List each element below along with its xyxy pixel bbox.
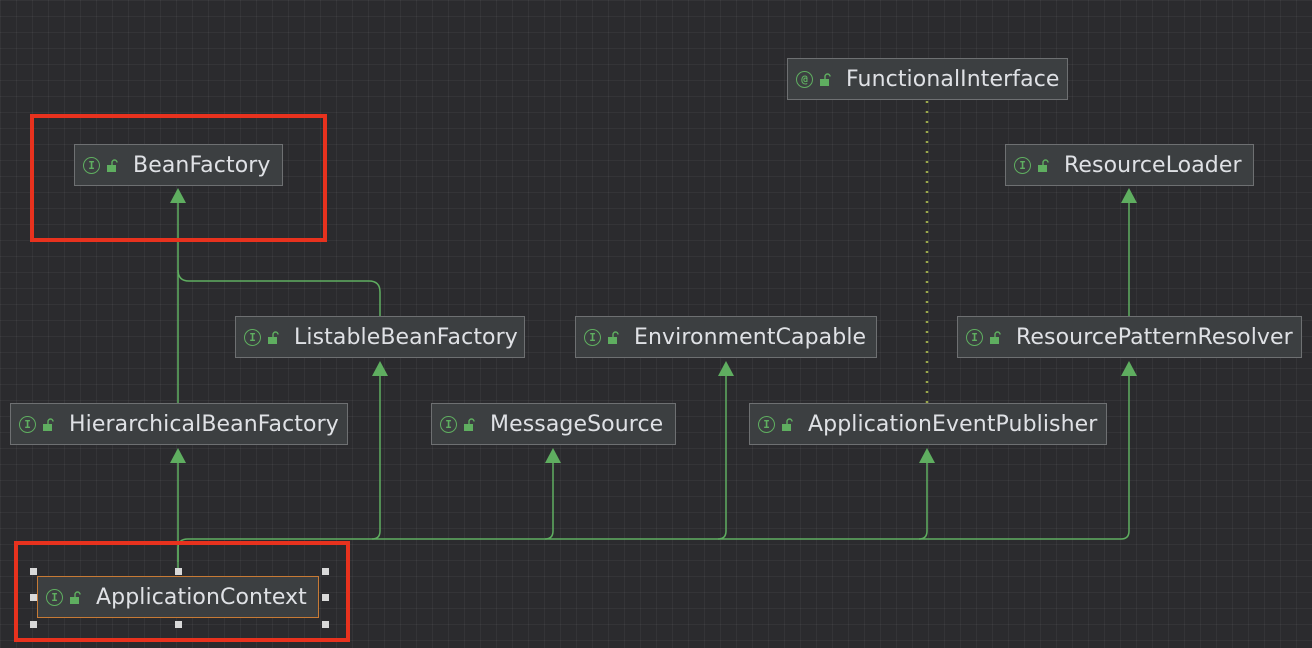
lock-icon — [1038, 158, 1049, 172]
lock-icon — [43, 417, 54, 431]
arrowhead — [1121, 188, 1137, 203]
edge-application-context-resource-pattern-resolver — [177, 372, 1130, 562]
node-application-context[interactable]: I ApplicationContext — [37, 576, 319, 618]
edge-application-context-application-event-publisher — [918, 459, 928, 540]
interface-icon: I — [46, 588, 63, 606]
node-label: ResourceLoader — [1064, 152, 1242, 178]
node-label: ApplicationEventPublisher — [808, 411, 1098, 437]
node-label: ApplicationContext — [96, 584, 307, 610]
node-message-source[interactable]: I MessageSource — [431, 403, 676, 445]
node-resource-pattern-resolver[interactable]: I ResourcePatternResolver — [957, 316, 1302, 358]
node-label: EnvironmentCapable — [634, 324, 867, 350]
annotation-icon: @ — [796, 70, 813, 88]
resize-handle-top-left[interactable] — [30, 568, 37, 575]
interface-icon: I — [584, 328, 601, 346]
edge-application-context-environment-capable — [717, 372, 727, 540]
lock-icon — [70, 590, 81, 604]
edge-application-context-listable-bean-factory — [371, 372, 381, 540]
node-label: BeanFactory — [133, 152, 271, 178]
highlight-box-bean-factory — [30, 114, 327, 242]
arrowhead — [372, 361, 388, 376]
interface-icon: I — [1014, 156, 1031, 174]
node-label: FunctionalInterface — [846, 66, 1060, 92]
node-label: ResourcePatternResolver — [1016, 324, 1293, 350]
interface-icon: I — [83, 156, 100, 174]
lock-icon — [464, 417, 475, 431]
resize-handle-bottom-center[interactable] — [175, 621, 182, 628]
resize-handle-middle-right[interactable] — [322, 594, 329, 601]
resize-handle-bottom-right[interactable] — [322, 621, 329, 628]
resize-handle-top-right[interactable] — [322, 568, 329, 575]
resize-handle-bottom-left[interactable] — [30, 621, 37, 628]
interface-icon: I — [758, 415, 775, 433]
edge-listable-bean-factory-bean-factory — [177, 269, 381, 316]
node-label: HierarchicalBeanFactory — [69, 411, 339, 437]
lock-icon — [990, 330, 1001, 344]
node-listable-bean-factory[interactable]: I ListableBeanFactory — [235, 316, 525, 358]
lock-icon — [820, 72, 831, 86]
node-functional-interface[interactable]: @ FunctionalInterface — [787, 58, 1068, 100]
interface-icon: I — [966, 328, 983, 346]
node-resource-loader[interactable]: I ResourceLoader — [1005, 144, 1254, 186]
resize-handle-top-center[interactable] — [175, 568, 182, 575]
resize-handle-middle-left[interactable] — [30, 594, 37, 601]
node-bean-factory[interactable]: I BeanFactory — [74, 144, 283, 186]
interface-icon: I — [440, 415, 457, 433]
interface-icon: I — [244, 328, 261, 346]
lock-icon — [782, 417, 793, 431]
node-label: MessageSource — [490, 411, 664, 437]
highlight-box-application-context — [14, 541, 350, 642]
interface-icon: I — [19, 415, 36, 433]
lock-icon — [268, 330, 279, 344]
edge-application-context-message-source — [544, 459, 554, 540]
lock-icon — [608, 330, 619, 344]
node-hierarchical-bean-factory[interactable]: I HierarchicalBeanFactory — [10, 403, 348, 445]
node-environment-capable[interactable]: I EnvironmentCapable — [575, 316, 877, 358]
arrowhead — [545, 448, 561, 463]
arrowhead — [718, 361, 734, 376]
lock-icon — [107, 158, 118, 172]
arrowhead — [170, 448, 186, 463]
arrowhead — [919, 448, 935, 463]
arrowhead — [1121, 361, 1137, 376]
node-application-event-publisher[interactable]: I ApplicationEventPublisher — [749, 403, 1107, 445]
node-label: ListableBeanFactory — [294, 324, 518, 350]
